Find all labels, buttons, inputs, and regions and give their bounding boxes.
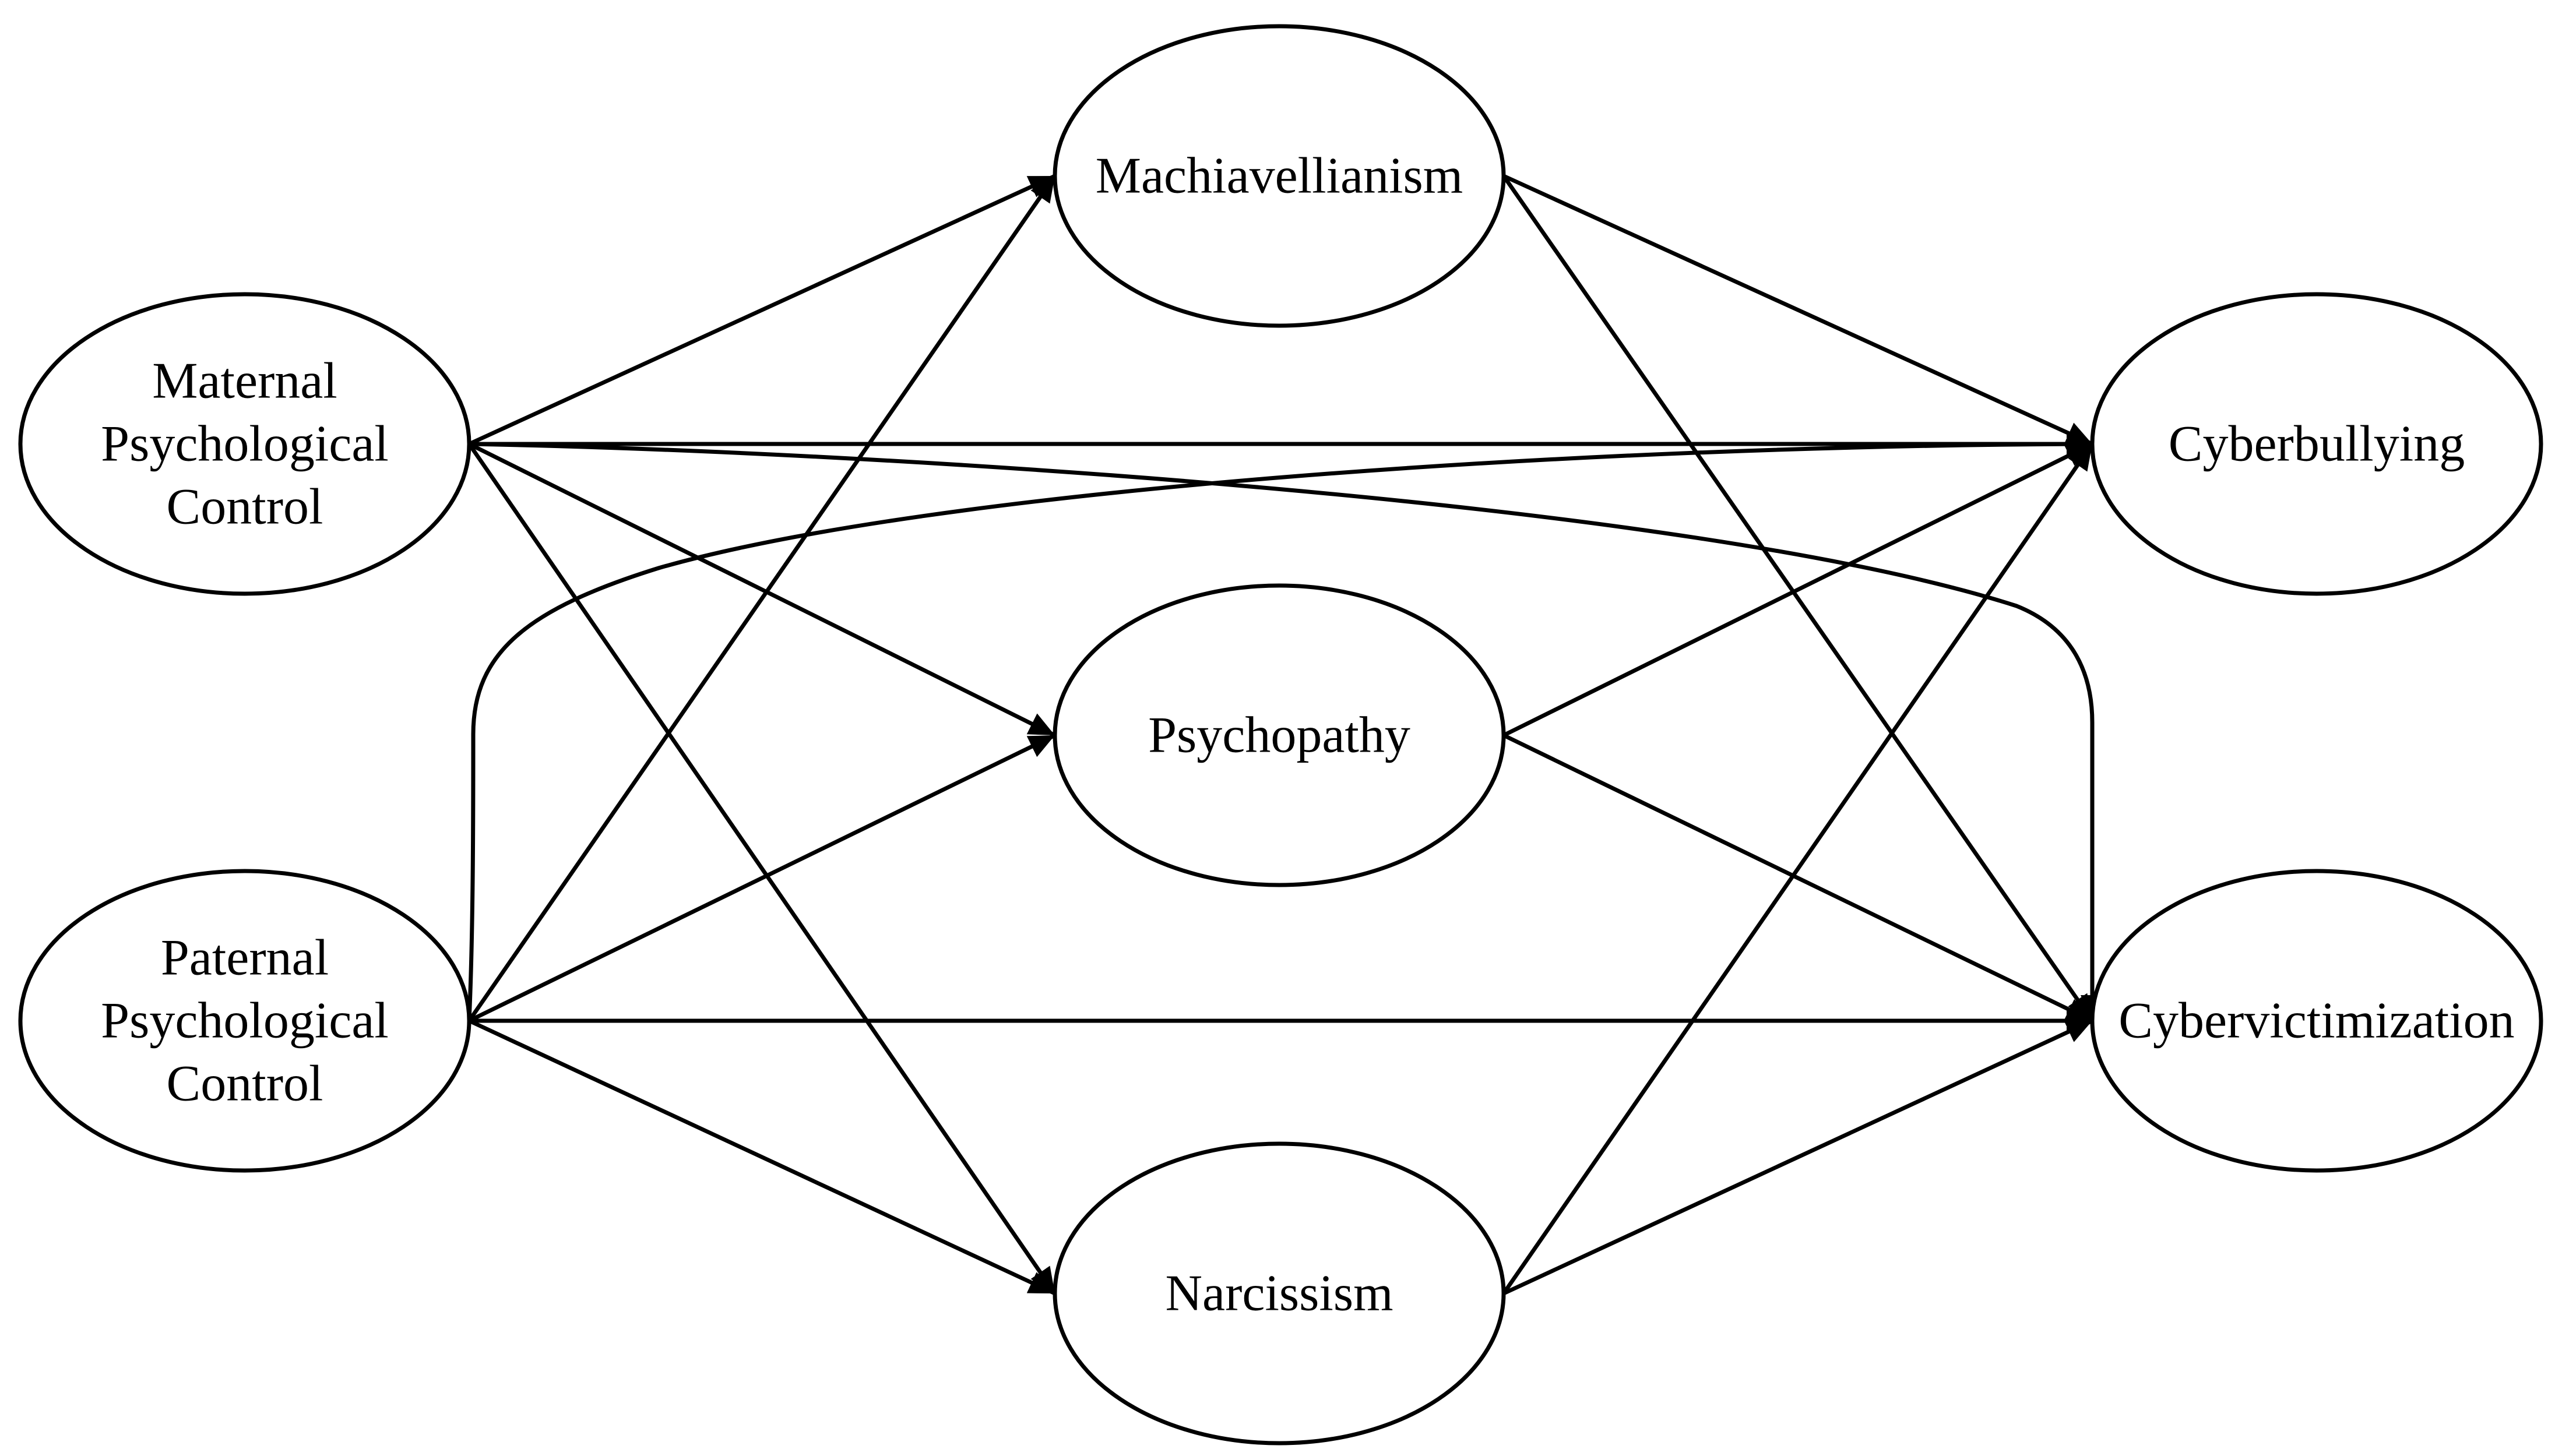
edge-maternal-to-cybervictimization bbox=[469, 442, 2104, 1021]
node-cyberbullying-ellipse bbox=[2090, 292, 2543, 596]
node-maternal-label-line-1: Psychological bbox=[101, 416, 389, 473]
edge-paternal-to-cyberbullying bbox=[467, 432, 2093, 1021]
node-machiavellianism-ellipse bbox=[1053, 24, 1506, 328]
node-psychopathy-ellipse bbox=[1053, 583, 1506, 887]
node-psychopathy-label-line-0: Psychopathy bbox=[1148, 707, 1410, 764]
node-psychopathy: Psychopathy bbox=[1053, 583, 1506, 887]
edge-maternal-to-psychopathy bbox=[468, 442, 1056, 738]
edge-maternal-to-narcissism bbox=[467, 443, 1057, 1295]
edge-paternal-to-psychopathy bbox=[468, 733, 1056, 1023]
node-narcissism-ellipse bbox=[1053, 1141, 1506, 1446]
edges bbox=[467, 174, 2104, 1296]
edge-maternal-to-machiavellianism bbox=[468, 174, 1056, 446]
node-maternal-label-line-0: Maternal bbox=[152, 353, 337, 410]
node-paternal-label-line-2: Control bbox=[167, 1056, 323, 1112]
node-cyberbullying: Cyberbullying bbox=[2090, 292, 2543, 596]
node-cybervictimization-ellipse bbox=[2090, 869, 2543, 1173]
edge-paternal-to-narcissism bbox=[468, 1018, 1056, 1296]
node-machiavellianism-label-line-0: Machiavellianism bbox=[1096, 148, 1463, 205]
edge-narcissism-to-cybervictimization bbox=[1502, 1018, 2093, 1296]
node-cybervictimization: Cybervictimization bbox=[2090, 869, 2543, 1173]
node-cyberbullying-label-line-0: Cyberbullying bbox=[2169, 416, 2465, 473]
node-machiavellianism: Machiavellianism bbox=[1053, 24, 1506, 328]
node-narcissism: Narcissism bbox=[1053, 1141, 1506, 1446]
node-paternal-label-line-0: Paternal bbox=[161, 930, 329, 986]
edge-machiavellianism-to-cyberbullying bbox=[1502, 174, 2093, 446]
node-cybervictimization-label-line-0: Cybervictimization bbox=[2118, 993, 2514, 1049]
edge-narcissism-to-cyberbullying bbox=[1502, 443, 2094, 1295]
edge-machiavellianism-to-cybervictimization bbox=[1502, 174, 2094, 1023]
edge-paternal-to-machiavellianism bbox=[467, 175, 1057, 1022]
node-maternal-label-line-2: Control bbox=[167, 479, 323, 535]
node-paternal-label-line-1: Psychological bbox=[101, 993, 389, 1049]
nodes: MaternalPsychologicalControlPaternalPsyc… bbox=[18, 24, 2543, 1446]
node-paternal-ellipse bbox=[18, 869, 471, 1173]
node-maternal-ellipse bbox=[18, 292, 471, 596]
edge-psychopathy-to-cybervictimization bbox=[1502, 733, 2093, 1023]
node-narcissism-label-line-0: Narcissism bbox=[1165, 1265, 1393, 1322]
edge-psychopathy-to-cyberbullying bbox=[1502, 442, 2093, 738]
